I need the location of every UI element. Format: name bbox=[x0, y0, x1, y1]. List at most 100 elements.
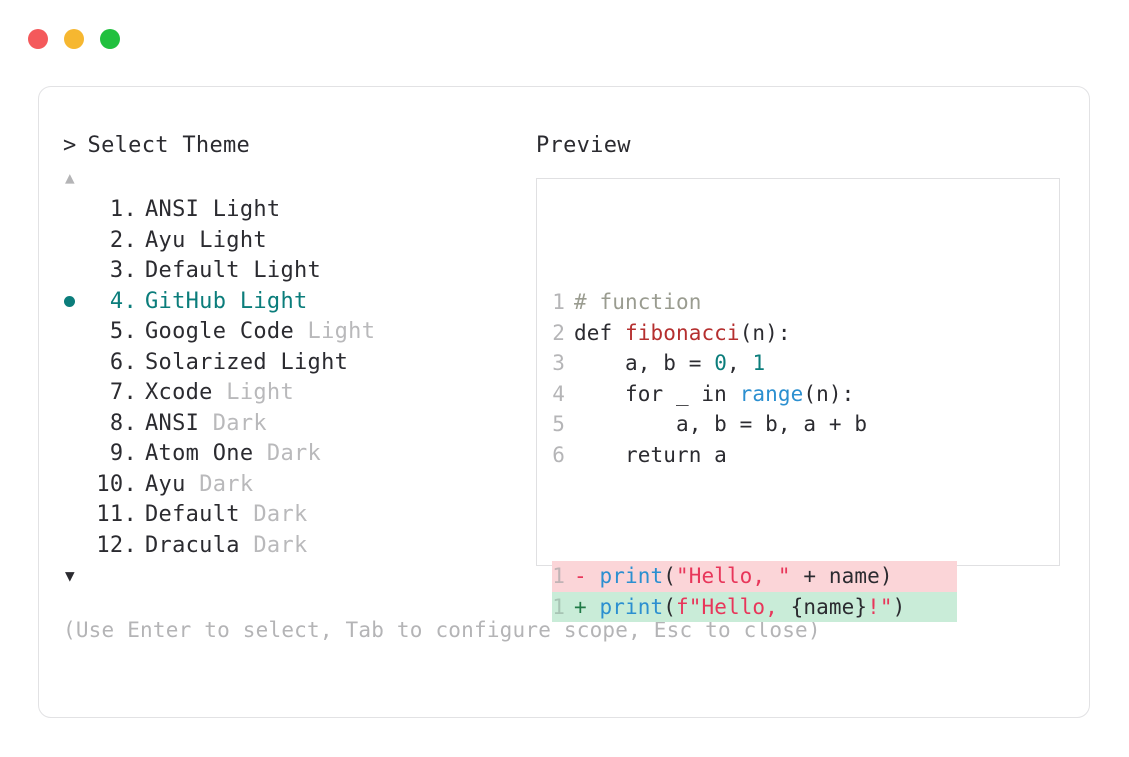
theme-item-number: 6. bbox=[109, 349, 137, 375]
theme-item-number: 12. bbox=[96, 532, 137, 558]
theme-list-item[interactable]: 9.Atom One Dark bbox=[63, 439, 533, 470]
theme-list-item[interactable]: 4.GitHub Light bbox=[63, 287, 533, 318]
diff-line-text: print(f"Hello, {name}!") bbox=[600, 592, 906, 623]
theme-item-number: 3. bbox=[109, 258, 137, 283]
theme-item-space bbox=[294, 317, 308, 348]
code-token: def bbox=[574, 320, 625, 345]
code-token: "Hello, " bbox=[675, 564, 791, 588]
theme-item-number: 8. bbox=[109, 410, 137, 436]
code-line: 4 for _ in range(n): bbox=[552, 379, 957, 410]
code-token: print bbox=[599, 594, 664, 619]
code-line-text: def fibonacci(n): bbox=[574, 318, 791, 349]
theme-list-item[interactable]: 11. Default Dark bbox=[63, 500, 533, 531]
code-token: 1 bbox=[752, 351, 766, 375]
code-line-number: 5 bbox=[552, 412, 565, 436]
code-line-text: # function bbox=[574, 287, 701, 318]
code-token: return a bbox=[574, 442, 727, 467]
diff-added-line: 1 + print(f"Hello, {name}!") bbox=[552, 591, 957, 623]
theme-item-name: Default bbox=[145, 502, 240, 527]
theme-item-name: Google Code bbox=[145, 319, 294, 344]
scroll-down-icon[interactable]: ▼ bbox=[65, 566, 75, 585]
theme-list-item[interactable]: 12. Dracula Dark bbox=[63, 531, 533, 562]
theme-item-number: 9. bbox=[109, 441, 137, 466]
theme-item-variant: Dark bbox=[266, 441, 322, 466]
diff-line-text: print("Hello, " + name) bbox=[600, 561, 893, 592]
theme-item-space bbox=[240, 531, 254, 562]
diff-gap bbox=[587, 561, 600, 592]
code-token: ( bbox=[663, 594, 676, 619]
code-token: (n): bbox=[803, 381, 855, 406]
theme-item-space bbox=[199, 195, 213, 226]
theme-list-item[interactable]: 1. ANSI Light bbox=[63, 195, 533, 226]
theme-item-variant: Light bbox=[212, 197, 281, 222]
theme-item-space bbox=[186, 470, 200, 501]
code-line: 5 a, b = b, a + b bbox=[552, 409, 957, 440]
theme-item-space bbox=[240, 256, 254, 287]
code-token: a, b = bbox=[574, 351, 715, 375]
code-line-number: 4 bbox=[552, 381, 565, 406]
maximize-dot[interactable] bbox=[100, 29, 120, 49]
theme-list-item[interactable]: 10.Ayu Dark bbox=[63, 470, 533, 501]
window-titlebar bbox=[0, 0, 1129, 78]
theme-item-number: 11. bbox=[96, 502, 137, 527]
theme-item-name: ANSI bbox=[145, 410, 200, 436]
code-token: a, b = b, a + b bbox=[574, 412, 868, 436]
code-token: fibonacci bbox=[624, 320, 740, 345]
diff-line-number: 1 bbox=[552, 594, 565, 619]
theme-list-item[interactable]: 8. ANSI Dark bbox=[63, 409, 533, 440]
theme-item-variant: Light bbox=[280, 349, 349, 375]
theme-item-name: ANSI bbox=[145, 197, 200, 222]
theme-item-number: 2. bbox=[109, 227, 137, 253]
theme-item-variant: Dark bbox=[199, 471, 254, 497]
theme-item-name: Solarized bbox=[145, 349, 267, 375]
code-token: !" bbox=[867, 594, 893, 619]
code-token: for _ in bbox=[574, 381, 740, 406]
close-dot[interactable] bbox=[28, 29, 48, 49]
code-token: range bbox=[739, 381, 804, 406]
code-line-text: a, b = 0, 1 bbox=[574, 348, 765, 379]
code-line: 1 # function bbox=[552, 287, 957, 318]
theme-item-variant: Light bbox=[253, 258, 322, 283]
theme-list-item[interactable]: 2. Ayu Light bbox=[63, 226, 533, 257]
theme-item-variant: Light bbox=[199, 227, 267, 253]
keyboard-hint: (Use Enter to select, Tab to configure s… bbox=[63, 618, 821, 642]
code-line-text: return a bbox=[574, 440, 727, 471]
code-token: print bbox=[599, 564, 664, 588]
theme-item-number: 1. bbox=[109, 197, 137, 222]
diff-line-number: 1 bbox=[552, 564, 565, 588]
diff-sign: - bbox=[574, 564, 587, 588]
theme-list-item[interactable]: 3.Default Light bbox=[63, 256, 533, 287]
theme-item-variant: Dark bbox=[212, 410, 267, 436]
theme-item-name: Dracula bbox=[145, 532, 240, 558]
code-line-number: 6 bbox=[552, 442, 565, 467]
code-token: ( bbox=[663, 564, 676, 588]
theme-item-name: Ayu bbox=[145, 227, 186, 253]
theme-item-space bbox=[267, 348, 281, 379]
theme-item-variant: Dark bbox=[253, 502, 308, 527]
code-token: , bbox=[726, 351, 753, 375]
theme-item-number: 4. bbox=[109, 288, 137, 314]
theme-item-space bbox=[240, 500, 254, 531]
theme-item-variant: Dark bbox=[253, 532, 308, 558]
selected-dot-icon bbox=[64, 295, 75, 307]
code-token: # function bbox=[574, 290, 702, 314]
theme-item-number: 10. bbox=[96, 471, 137, 497]
code-line-number: 2 bbox=[552, 320, 565, 345]
theme-list-item[interactable]: 5.Google Code Light bbox=[63, 317, 533, 348]
minimize-dot[interactable] bbox=[64, 29, 84, 49]
theme-item-space bbox=[213, 378, 227, 409]
preview-label: Preview bbox=[536, 133, 631, 158]
theme-list-item[interactable]: 6. Solarized Light bbox=[63, 348, 533, 379]
prompt-caret-icon: > bbox=[63, 133, 77, 158]
scroll-up-icon[interactable]: ▲ bbox=[65, 168, 75, 187]
diff-sign: + bbox=[574, 594, 587, 619]
theme-list-item[interactable]: 7.Xcode Light bbox=[63, 378, 533, 409]
code-line-number: 1 bbox=[552, 290, 565, 314]
code-line-text: for _ in range(n): bbox=[574, 379, 854, 410]
theme-item-name: Xcode bbox=[145, 380, 213, 405]
